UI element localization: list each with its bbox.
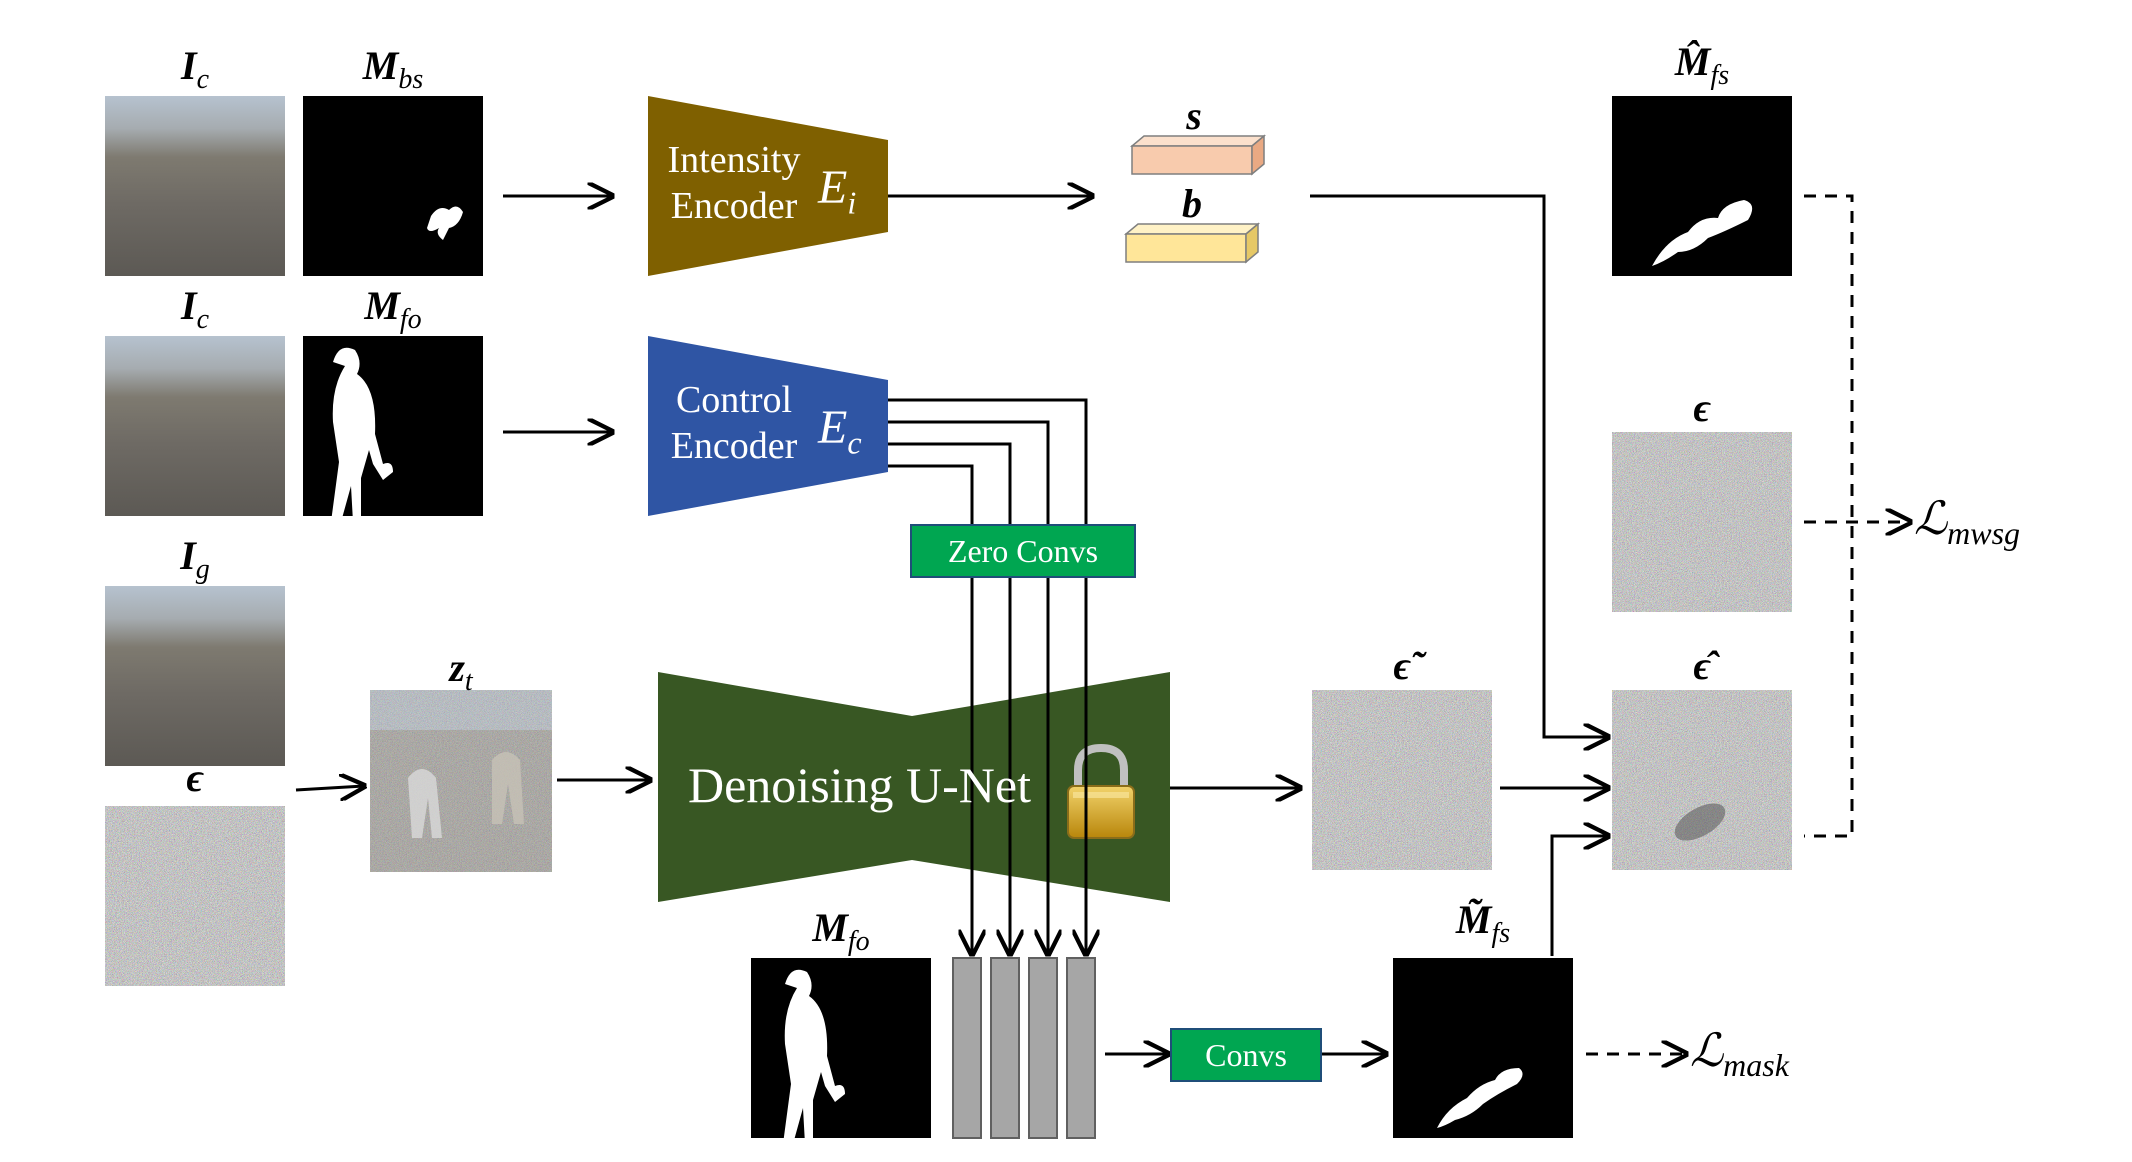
feature-map-2: [990, 957, 1020, 1139]
unet-label: Denoising U-Net: [688, 757, 1031, 813]
label-b: b: [1182, 181, 1202, 226]
control-line-4: [888, 464, 972, 954]
label-ig: Ig: [180, 533, 210, 585]
mask-mfo-top: [303, 336, 483, 522]
label-epsilon-tilde: ϵ̃: [1393, 643, 1411, 688]
label-epsilon-left: ϵ: [186, 755, 204, 800]
feature-map-1: [952, 957, 982, 1139]
denoising-unet: [658, 672, 1170, 902]
label-mfs-tilde: M̃fs: [1455, 897, 1511, 949]
intensity-encoder-symbol: Ei: [818, 161, 857, 221]
arrow-sb-to-epshat: [1310, 194, 1608, 737]
control-line-3: [888, 442, 1010, 954]
label-epsilon-hat: ϵ̂: [1693, 643, 1711, 688]
noise-epsilon-tilde: [1312, 690, 1492, 870]
zero-convs-box: Zero Convs: [910, 524, 1136, 578]
loss-mwsg: ℒmwsg: [1914, 493, 2021, 552]
intensity-encoder: [648, 96, 888, 276]
label-mfs-hat: M̂fs: [1674, 39, 1730, 91]
label-epsilon-right: ϵ: [1693, 385, 1711, 430]
control-line-1: [888, 398, 1086, 954]
label-s: s: [1186, 93, 1202, 138]
mask-mbs: [303, 96, 483, 276]
image-ic-top: [105, 96, 285, 276]
noisy-latent-zt: [370, 690, 552, 872]
label-mfo-top: Mfo: [364, 283, 422, 335]
feature-map-4: [1066, 957, 1096, 1139]
control-encoder: [648, 336, 888, 516]
noise-epsilon-hat: [1612, 690, 1792, 870]
arrow-eps-to-zt: [295, 786, 364, 790]
dashed-bracket: [1804, 194, 1854, 838]
noise-epsilon-right: [1612, 432, 1792, 612]
feature-map-3: [1028, 957, 1058, 1139]
shadow-hint: [1674, 803, 1726, 841]
label-zt: zt: [449, 645, 473, 697]
b-vector: [1123, 222, 1261, 264]
loss-mask: ℒmask: [1690, 1025, 1789, 1084]
image-ig: [105, 586, 285, 766]
image-ic-mid: [105, 336, 285, 516]
noise-epsilon-left: [105, 806, 285, 986]
convs-box: Convs: [1170, 1028, 1322, 1082]
label-ic-top: Ic: [180, 43, 210, 95]
label-ic-mid: Ic: [180, 283, 210, 335]
label-mfo-bottom: Mfo: [812, 905, 870, 957]
mask-mfs-tilde: [1393, 958, 1573, 1138]
mask-mfo-bottom: [751, 958, 931, 1144]
label-mbs: Mbs: [362, 43, 424, 95]
control-line-2: [888, 420, 1048, 954]
control-encoder-symbol: Ec: [818, 401, 862, 461]
s-vector: [1129, 134, 1267, 176]
mask-mfs-hat: [1612, 96, 1792, 276]
arrow-mfstilde-to-epshat: [1550, 836, 1608, 956]
